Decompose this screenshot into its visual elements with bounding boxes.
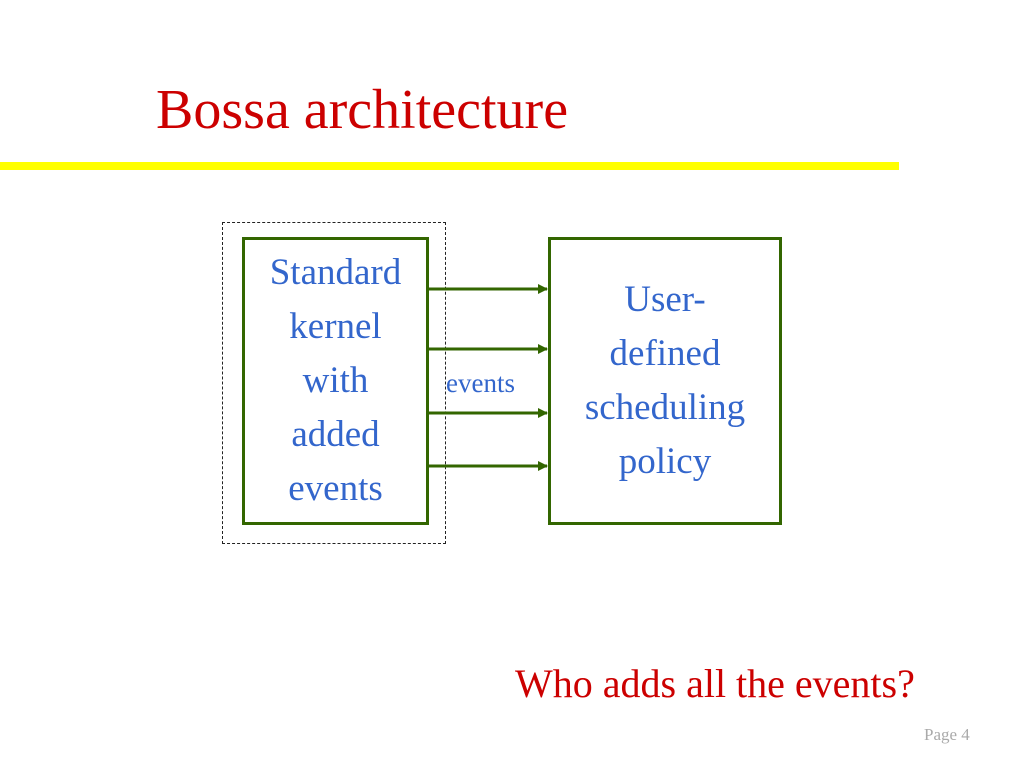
- slide-title: Bossa architecture: [156, 79, 569, 141]
- kernel-box: Standard kernel with added events: [242, 237, 429, 525]
- kernel-box-text: Standard kernel with added events: [270, 246, 402, 516]
- policy-box-line: User-: [624, 279, 706, 320]
- policy-box-text: User- defined scheduling policy: [585, 273, 745, 489]
- kernel-box-line: with: [302, 360, 369, 401]
- kernel-boundary-dashed-box: [222, 222, 446, 544]
- policy-box-line: policy: [618, 441, 712, 482]
- question-text: Who adds all the events?: [515, 661, 915, 706]
- kernel-box-line: Standard: [269, 252, 402, 293]
- kernel-box-line: kernel: [289, 306, 382, 347]
- policy-box-line: defined: [609, 333, 721, 374]
- policy-box: User- defined scheduling policy: [548, 237, 782, 525]
- title-underline: [0, 162, 899, 170]
- kernel-box-line: events: [288, 468, 383, 509]
- page-number: Page 4: [924, 725, 970, 744]
- arrow-events-label: events: [446, 368, 515, 398]
- kernel-box-line: added: [291, 414, 380, 455]
- policy-box-line: scheduling: [584, 387, 746, 428]
